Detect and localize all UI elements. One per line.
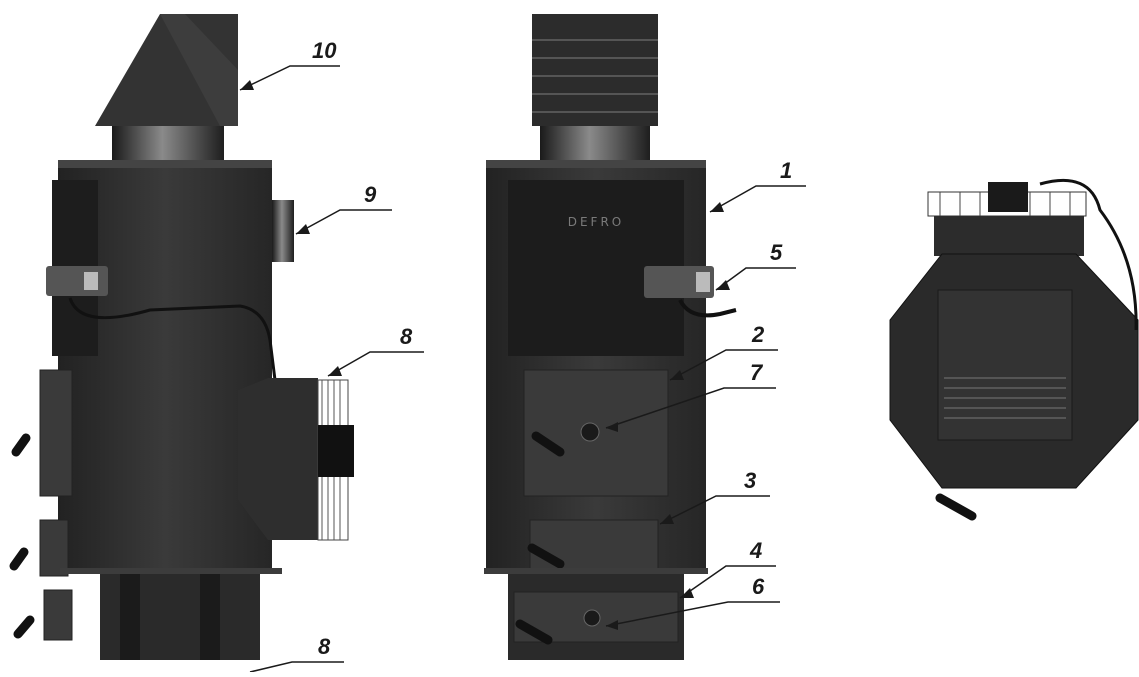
side-door-upper [39,369,73,497]
callout-10: 10 [312,38,337,63]
top-handle [935,493,977,521]
callout-3: 3 [744,468,757,493]
defro-logo: DEFRO [568,215,625,229]
callout-9: 9 [364,182,377,207]
top-cable [1039,178,1138,331]
top-panel [937,289,1073,441]
louvre-slats [532,39,658,113]
upper-door-handle [531,431,565,457]
callout-6: 6 [752,574,765,599]
side-handles [9,433,35,639]
callout-4: 4 [750,538,763,563]
ash-door-handle [515,619,553,645]
outlet-pipe [112,126,224,162]
leader-10 [239,65,340,91]
front-view: DEFRO [484,14,737,660]
leader-arrowheads [240,80,730,630]
callout-7: 7 [750,360,763,385]
callout-8-top: 8 [400,324,413,349]
front-cable [678,298,737,318]
callout-8-bottom: 8 [318,634,331,659]
fan-housing [238,378,318,540]
callout-2: 2 [752,322,765,347]
leader-2 [669,349,778,381]
side-view [9,14,354,660]
front-outlet-pipe [540,126,650,162]
side-cable [68,297,282,421]
top-view [889,178,1139,521]
leader-1 [709,185,806,213]
leader-6 [605,601,780,627]
air-regulator-lower [583,609,601,627]
middle-door [529,519,659,577]
callout-5: 5 [770,240,783,265]
leader-4 [679,565,776,599]
air-regulator-upper [580,422,600,442]
middle-door-handle [527,543,565,569]
leader-9 [295,209,392,235]
side-door-lower [43,589,73,641]
louvre-hood [532,14,658,126]
callout-1: 1 [780,158,793,183]
leader-8-top [327,351,424,377]
air-spigot [272,200,294,262]
side-controller [46,266,108,296]
top-louvres [944,377,1066,419]
side-door-middle [39,519,69,577]
leader-7 [605,387,776,429]
leader-3 [659,495,770,525]
leader-8-bottom [249,661,344,673]
